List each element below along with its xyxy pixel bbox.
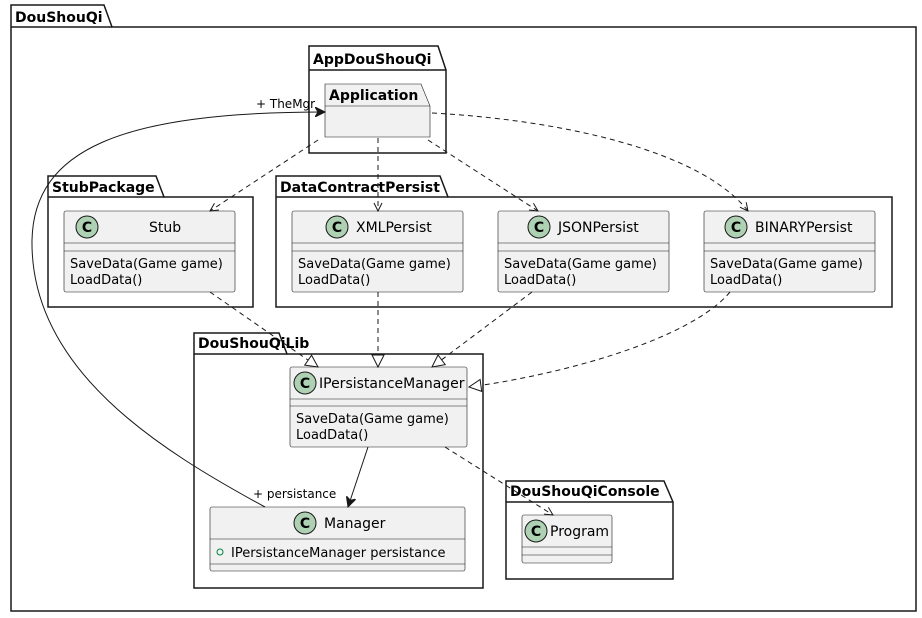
package-application: Application xyxy=(324,83,431,138)
class-stereotype-letter: C xyxy=(82,220,92,236)
class-icon xyxy=(724,215,748,239)
label-persistance: + persistance xyxy=(253,487,336,501)
edge-ipersistancemanager-program xyxy=(444,446,553,515)
package-title: DataContractPersist xyxy=(280,180,440,196)
edge-application-jsonpersist xyxy=(427,139,538,211)
package-appdoushouqi: AppDouShouQi Application xyxy=(308,45,447,154)
package-title: DouShouQiLib xyxy=(198,336,309,352)
class-method: SaveData(Game game) xyxy=(298,257,451,272)
package-title: DouShouQiConsole xyxy=(510,484,660,500)
class-ipersistancemanager: C IPersistanceManager SaveData(Game game… xyxy=(289,366,468,448)
label-themgr: + TheMgr xyxy=(256,97,315,111)
edge-stub-ipersistancemanager xyxy=(209,291,319,368)
class-method: LoadData() xyxy=(298,273,370,288)
class-program: C Program xyxy=(521,514,613,564)
package-title: Application xyxy=(329,88,418,104)
class-icon xyxy=(293,371,317,395)
class-stereotype-letter: C xyxy=(731,220,741,236)
class-method: LoadData() xyxy=(504,273,576,288)
class-name: BINARYPersist xyxy=(755,220,853,236)
edge-binarypersist-ipersistancemanager xyxy=(467,291,731,393)
realization-edges xyxy=(209,291,731,393)
class-name: XMLPersist xyxy=(356,220,432,236)
class-stereotype-letter: C xyxy=(300,516,310,532)
package-doushouqiconsole: DouShouQiConsole xyxy=(505,480,674,580)
package-doushouqi: DouShouQi xyxy=(10,4,917,612)
edge-application-stub xyxy=(210,139,319,211)
association-edges xyxy=(31,112,369,508)
class-method: SaveData(Game game) xyxy=(504,257,657,272)
class-method: SaveData(Game game) xyxy=(710,257,863,272)
edge-jsonpersist-ipersistancemanager xyxy=(431,291,533,368)
class-binarypersist: C BINARYPersist SaveData(Game game) Load… xyxy=(703,210,876,293)
class-name: IPersistanceManager xyxy=(319,376,465,392)
class-method: LoadData() xyxy=(710,273,782,288)
class-icon xyxy=(527,215,551,239)
class-xmlpersist: C XMLPersist SaveData(Game game) LoadDat… xyxy=(291,210,464,293)
class-method: LoadData() xyxy=(296,428,368,443)
class-stereotype-letter: C xyxy=(534,220,544,236)
edge-application-binarypersist xyxy=(431,112,748,211)
class-icon xyxy=(325,215,349,239)
class-method: SaveData(Game game) xyxy=(296,412,449,427)
class-stub: C Stub SaveData(Game game) LoadData() xyxy=(63,210,236,293)
package-stubpackage: StubPackage xyxy=(47,175,254,308)
dependency-edges xyxy=(210,112,748,515)
class-icon xyxy=(293,511,317,535)
class-method: LoadData() xyxy=(70,273,142,288)
class-name: Manager xyxy=(324,516,386,532)
class-method: SaveData(Game game) xyxy=(70,257,223,272)
package-title: AppDouShouQi xyxy=(313,52,431,68)
class-manager: C Manager IPersistanceManager persistanc… xyxy=(209,506,466,572)
class-name: JSONPersist xyxy=(557,220,639,236)
edge-ipersistancemanager-manager xyxy=(348,446,369,507)
class-name: Stub xyxy=(149,220,181,236)
class-name: Program xyxy=(550,524,609,540)
package-doushouqilib: DouShouQiLib xyxy=(193,332,484,589)
class-stereotype-letter: C xyxy=(332,220,342,236)
class-icon xyxy=(75,215,99,239)
package-title: StubPackage xyxy=(52,180,155,196)
class-stereotype-letter: C xyxy=(300,376,310,392)
package-title: DouShouQi xyxy=(15,10,103,26)
edge-manager-application xyxy=(31,112,325,508)
public-visibility-icon xyxy=(216,548,224,556)
class-field: IPersistanceManager persistance xyxy=(231,546,445,561)
package-datacontractpersist: DataContractPersist xyxy=(275,175,893,308)
class-jsonpersist: C JSONPersist SaveData(Game game) LoadDa… xyxy=(497,210,670,293)
class-icon xyxy=(524,519,548,543)
class-stereotype-letter: C xyxy=(531,524,541,540)
